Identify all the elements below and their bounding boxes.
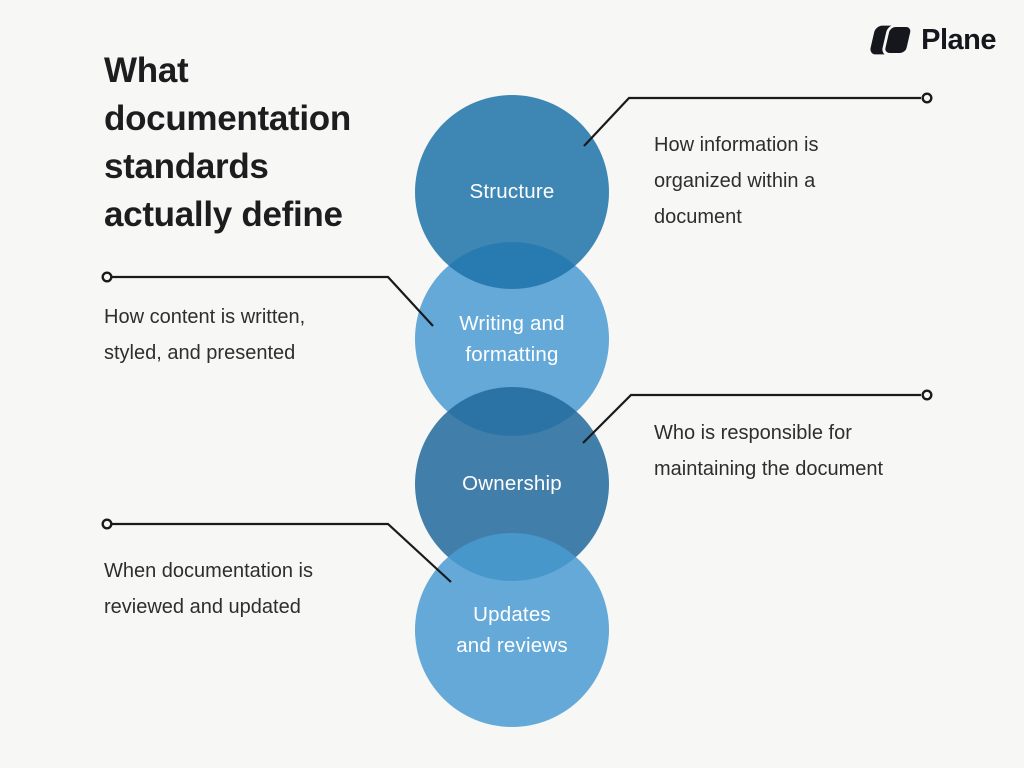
circle-label: Writing and formatting [459,311,565,366]
endpoint-dot-structure [921,92,933,104]
page-title: What documentation standards actually de… [104,47,351,239]
annotation-structure: How information is organized within a do… [654,134,819,228]
circle-structure: Structure [415,95,609,289]
endpoint-dot-updates [101,518,113,530]
title-line: What [104,51,189,90]
endpoint-dot-ownership [921,389,933,401]
circle-label: Ownership [462,472,562,496]
title-line: documentation [104,99,351,138]
title-line: standards [104,147,269,186]
plane-logo: Plane [864,22,996,59]
plane-logo-icon [864,22,913,59]
brand-name: Plane [921,24,996,56]
circle-updates-and-reviews: Updates and reviews [415,533,609,727]
endpoint-dot-writing [101,271,113,283]
annotation-updates-and-reviews: When documentation is reviewed and updat… [104,560,314,618]
annotation-ownership: Who is responsible for maintaining the d… [654,422,884,480]
annotation-writing-and-formatting: How content is written, styled, and pres… [104,306,306,364]
circle-label: Updates and reviews [456,602,568,657]
circle-label: Structure [469,180,555,204]
title-line: actually define [104,195,343,234]
